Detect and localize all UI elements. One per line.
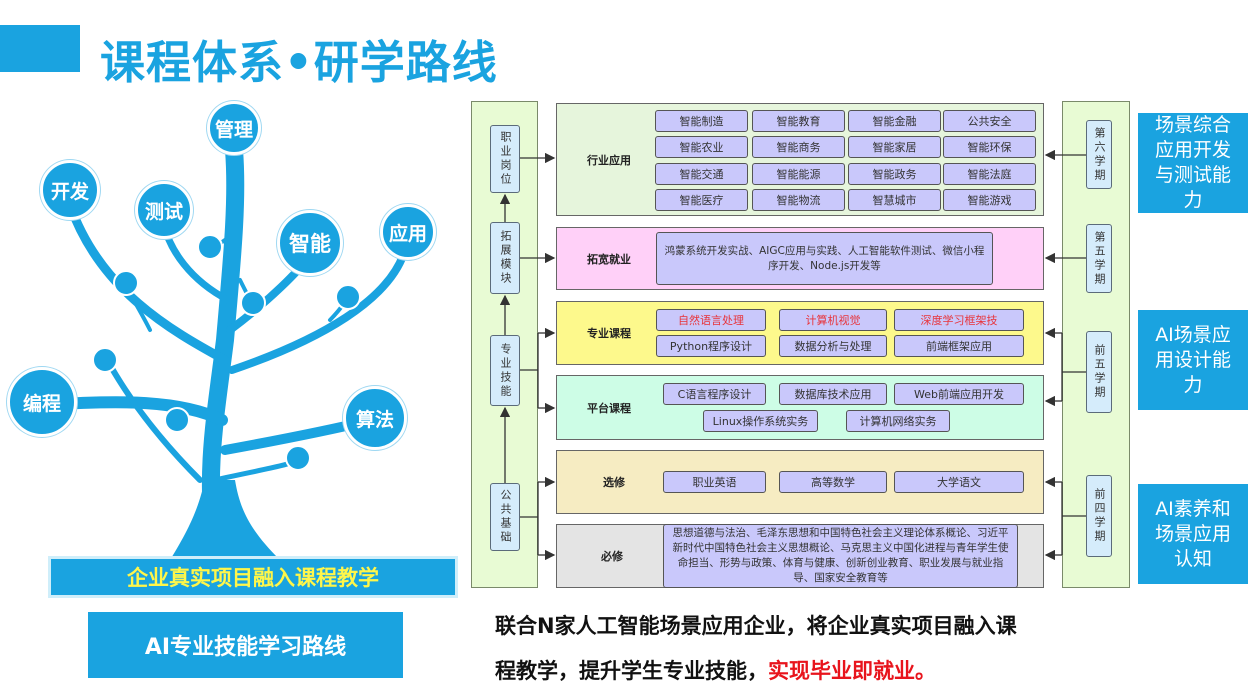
tree-illustration (39, 141, 409, 560)
summary-line-2: 程教学，提升学生专业技能，实现毕业即就业。 (495, 655, 936, 685)
course-chip: 鸿蒙系统开发实战、AIGC应用与实践、人工智能软件测试、微信小程序开发、Node… (656, 232, 993, 285)
course-chip: 智能游戏 (943, 189, 1036, 211)
course-chip: 智能制造 (655, 110, 748, 132)
course-chip: 智能物流 (752, 189, 845, 211)
course-chip: 智能家居 (848, 136, 941, 158)
course-chip: 数据分析与处理 (779, 335, 887, 357)
first-5-semesters-box: 前五学期 (1086, 331, 1112, 413)
tree-bubble-test: 测试 (135, 181, 193, 239)
course-chip: C语言程序设计 (663, 383, 766, 405)
course-chip: Python程序设计 (656, 335, 766, 357)
tree-dot (197, 234, 223, 260)
tree-bubble-algorithm: 算法 (343, 386, 407, 450)
project-banner: 企业真实项目融入课程教学 (48, 556, 458, 598)
course-chip: 大学语文 (894, 471, 1024, 493)
semester-6-box: 第六学期 (1086, 120, 1112, 189)
career-position-box: 职业岗位 (490, 125, 520, 193)
tree-bubble-application: 应用 (380, 204, 436, 260)
tree-dot (285, 445, 311, 471)
summary-highlight: 实现毕业即就业。 (768, 659, 936, 683)
row-label: 行业应用 (587, 153, 631, 167)
row-label: 拓宽就业 (587, 252, 631, 266)
course-chip: 计算机网络实务 (846, 410, 950, 432)
ability-box-scenario-dev: 场景综合应用开发与测试能力 (1138, 113, 1248, 213)
first-4-semesters-box: 前四学期 (1086, 475, 1112, 557)
course-chip: 智能农业 (655, 136, 748, 158)
tree-bubble-intelligence: 智能 (277, 210, 343, 276)
tree-bubble-develop: 开发 (40, 160, 100, 220)
course-chip: 智能环保 (943, 136, 1036, 158)
course-chip: 智慧城市 (848, 189, 941, 211)
ability-box-ai-design: AI场景应用设计能力 (1138, 310, 1248, 410)
row-label: 选修 (603, 476, 625, 489)
course-chip: 智能政务 (848, 163, 941, 185)
course-chip: 思想道德与法治、毛泽东思想和中国特色社会主义理论体系概论、习近平新时代中国特色社… (663, 524, 1018, 588)
tree-dot (240, 290, 266, 316)
professional-skill-box: 专业技能 (490, 335, 520, 406)
route-banner: AI专业技能学习路线 (88, 612, 403, 678)
course-chip: 前端框架应用 (894, 335, 1024, 357)
course-chip: 智能能源 (752, 163, 845, 185)
tree-dot (92, 347, 118, 373)
extension-module-box: 拓展模块 (490, 222, 520, 294)
course-chip: 智能金融 (848, 110, 941, 132)
course-chip: 智能医疗 (655, 189, 748, 211)
course-chip: 计算机视觉 (779, 309, 887, 331)
semester-5-box: 第五学期 (1086, 224, 1112, 293)
course-chip: 职业英语 (663, 471, 766, 493)
course-chip: 智能商务 (752, 136, 845, 158)
summary-line-2a: 程教学，提升学生专业技能， (495, 659, 768, 683)
course-chip: 智能教育 (752, 110, 845, 132)
course-chip: Web前端应用开发 (894, 383, 1024, 405)
course-chip: Linux操作系统实务 (703, 410, 818, 432)
tree-dot (164, 407, 190, 433)
course-chip: 公共安全 (943, 110, 1036, 132)
course-chip: 自然语言处理 (656, 309, 766, 331)
tree-dot (335, 284, 361, 310)
row-label: 平台课程 (587, 401, 631, 415)
public-foundation-box: 公共基础 (490, 483, 520, 551)
course-chip: 智能法庭 (943, 163, 1036, 185)
tree-bubble-manage: 管理 (207, 101, 261, 155)
row-label: 必修 (601, 550, 623, 563)
ability-box-ai-literacy: AI素养和场景应用认知 (1138, 484, 1248, 584)
summary-line-1: 联合N家人工智能场景应用企业，将企业真实项目融入课 (495, 614, 1017, 638)
tree-bubble-programming: 编程 (7, 367, 77, 437)
course-chip: 深度学习框架技 (894, 309, 1024, 331)
tree-dot (113, 270, 139, 296)
page-title: 课程体系•研学路线 (100, 36, 498, 89)
course-chip: 高等数学 (779, 471, 887, 493)
course-chip: 数据库技术应用 (779, 383, 887, 405)
title-accent-bar (0, 25, 80, 72)
course-chip: 智能交通 (655, 163, 748, 185)
row-label: 专业课程 (587, 327, 631, 340)
